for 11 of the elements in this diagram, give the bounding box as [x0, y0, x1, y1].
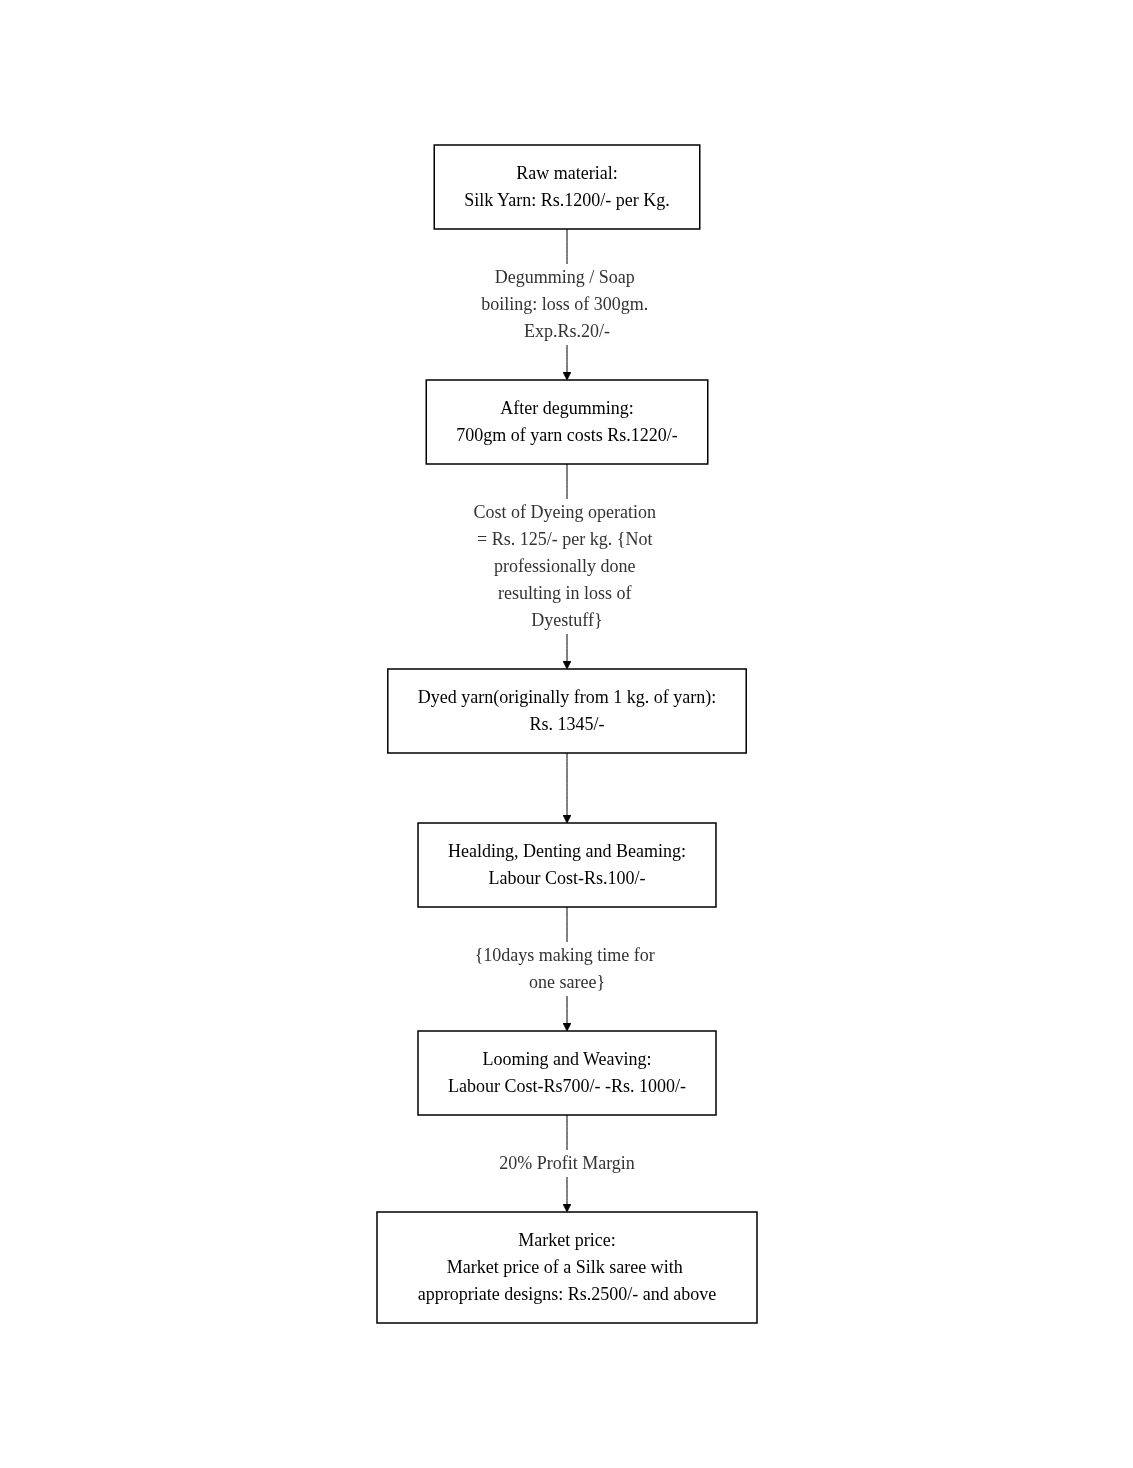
node-box: Raw material: Silk Yarn: Rs.1200/- per Kg. — [433, 144, 700, 230]
edge-label: Degumming / Soap boiling: loss of 300gm. Exp.Rs.20/- — [480, 267, 648, 341]
arrow — [562, 752, 571, 824]
edge-label: 20% Profit Margin — [498, 1153, 635, 1173]
node-box: Looming and Weaving: Labour Cost-Rs700/- -Rs. 1000/- — [416, 1030, 717, 1116]
node-box: After degumming: 700gm of yarn costs Rs.1220/- — [425, 379, 708, 465]
node-box: Healding, Denting and Beaming: Labour Cost-Rs.100/- — [416, 822, 717, 908]
edge-label: Cost of Dyeing operation = Rs. 125/- per kg. {Not professionally done resulting in loss of Dyestuff} — [473, 502, 656, 630]
edge-label: {10days making time for one saree} — [474, 945, 655, 992]
node-box: Market price: Market price of a Silk saree with appropriate designs: Rs.2500/- and above — [375, 1211, 758, 1324]
node-box: Dyed yarn(originally from 1 kg. of yarn): Rs. 1345/- — [386, 668, 747, 754]
